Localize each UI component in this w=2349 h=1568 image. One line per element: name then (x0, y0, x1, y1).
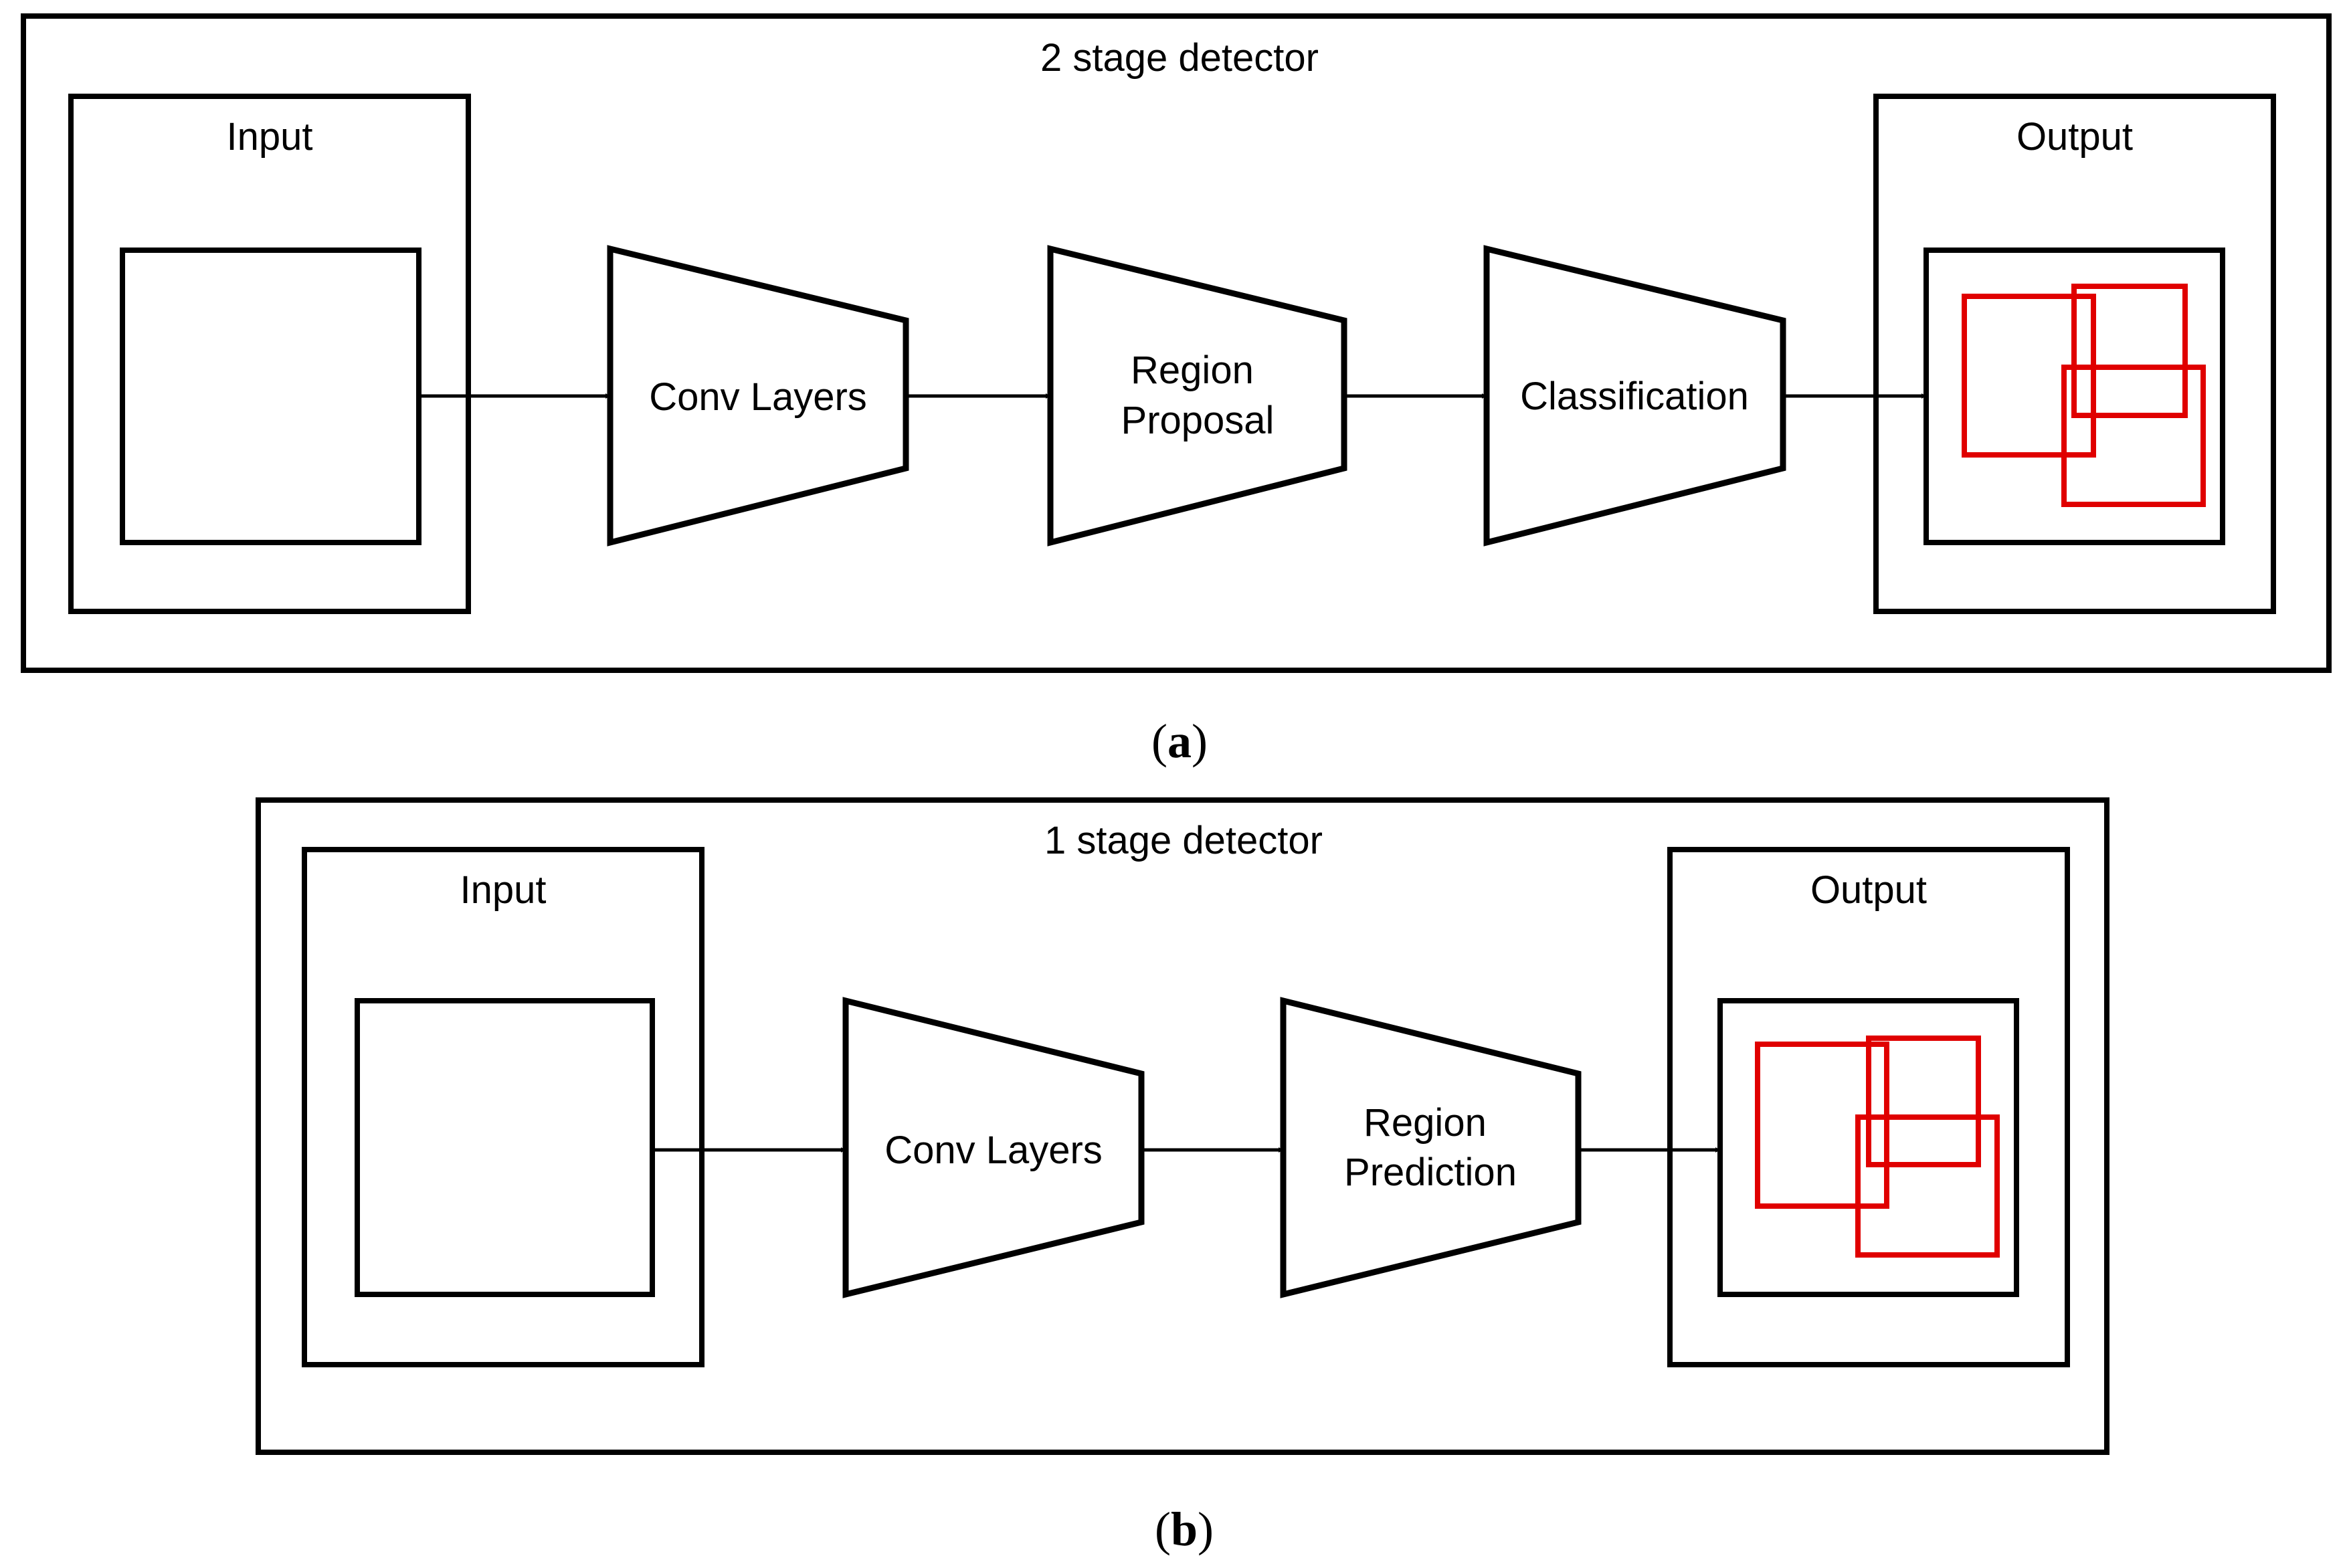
panel-b-caption-open: ( (1155, 1502, 1171, 1556)
panel-a-caption-open: ( (1151, 714, 1167, 768)
panel-a-output-label: Output (2016, 115, 2133, 159)
panel-a-conv-layers-block (607, 245, 909, 547)
panel-b-detection-box (1866, 1036, 1981, 1167)
panel-a-conv-layers-line: Conv Layers (649, 375, 867, 419)
panel-a-input-frame (68, 94, 471, 614)
panel-b: 1 stage detector Input Conv Layers Regio… (256, 797, 2109, 1455)
panel-a-classification-block (1483, 245, 1786, 547)
panel-a-region-proposal-block (1047, 245, 1347, 547)
panel-a: 2 stage detector Input Conv Layers Regio… (21, 13, 2332, 673)
panel-b-caption-letter: b (1171, 1502, 1198, 1556)
panel-b-conv-layers-block (842, 997, 1145, 1298)
panel-a-caption: (a) (1151, 714, 1208, 768)
panel-a-detection-box (2071, 284, 2188, 418)
panel-a-detection-box (2061, 365, 2206, 507)
panel-b-detection-box (1855, 1114, 2000, 1258)
panel-b-input-image (355, 998, 655, 1297)
panel-a-title: 2 stage detector (1040, 36, 1319, 80)
panel-b-detection-box (1755, 1042, 1889, 1209)
panel-b-conv-layers-line: Conv Layers (884, 1129, 1103, 1172)
panel-a-region-proposal-label: Region Proposal (1121, 349, 1275, 442)
panel-a-region-proposal-line-2: Proposal (1121, 399, 1275, 442)
panel-b-output-frame (1667, 847, 2070, 1367)
panel-a-output-image (1923, 248, 2225, 545)
panel-b-region-prediction-line-2: Prediction (1344, 1151, 1517, 1194)
panel-a-input-label: Input (227, 115, 313, 159)
panel-a-frame (21, 13, 2332, 673)
panel-a-output-frame (1873, 94, 2276, 614)
panel-b-region-prediction-line-1: Region (1364, 1101, 1487, 1145)
panel-b-input-label: Input (460, 868, 547, 912)
panel-a-caption-close: ) (1192, 714, 1208, 768)
panel-b-input-frame (302, 847, 704, 1367)
panel-a-classification-label: Classification (1520, 375, 1749, 418)
panel-b-caption-close: ) (1198, 1502, 1214, 1556)
panel-b-conv-layers-label: Conv Layers (884, 1129, 1103, 1172)
panel-b-output-image (1717, 998, 2019, 1297)
panel-b-output-label: Output (1810, 868, 1927, 912)
panel-b-caption: (b) (1155, 1502, 1214, 1556)
panel-b-title: 1 stage detector (1044, 819, 1323, 862)
panel-a-region-proposal-line-1: Region (1131, 349, 1254, 392)
panel-a-detection-box (1962, 294, 2096, 458)
panel-b-frame (256, 797, 2109, 1455)
panel-a-conv-layers-label: Conv Layers (649, 375, 867, 419)
panel-a-classification-line: Classification (1520, 375, 1749, 418)
panel-a-input-image (120, 248, 421, 545)
panel-b-region-prediction-block (1280, 997, 1582, 1298)
panel-a-caption-letter: a (1167, 714, 1192, 768)
panel-b-region-prediction-label: Region Prediction (1344, 1101, 1517, 1194)
